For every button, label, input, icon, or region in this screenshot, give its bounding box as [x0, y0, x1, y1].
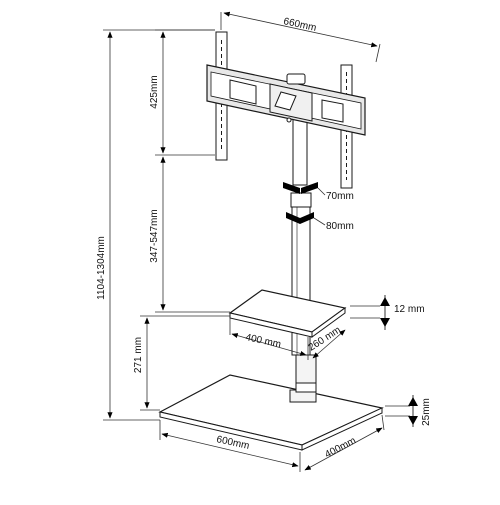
vesa-bracket — [206, 31, 366, 189]
label-overall-height: 1104-1304mm — [96, 236, 107, 300]
label-column-width: 70mm — [326, 191, 354, 202]
dimension-arrows — [380, 295, 418, 427]
label-base-thickness: 25mm — [421, 398, 432, 426]
label-shelf-thickness: 12 mm — [394, 304, 425, 315]
dimension-lines — [103, 11, 410, 472]
column-foot — [289, 381, 317, 403]
label-shelf-height: 271 mm — [133, 337, 144, 373]
label-shelf-width: 400 mm — [244, 332, 282, 350]
label-base-depth: 400mm — [323, 435, 358, 460]
label-column-depth: 80mm — [326, 221, 354, 232]
label-bracket-height: 425mm — [149, 75, 160, 108]
label-bracket-width: 660mm — [282, 16, 317, 34]
label-column-range: 347-547mm — [149, 209, 160, 262]
section-markers — [283, 182, 318, 224]
